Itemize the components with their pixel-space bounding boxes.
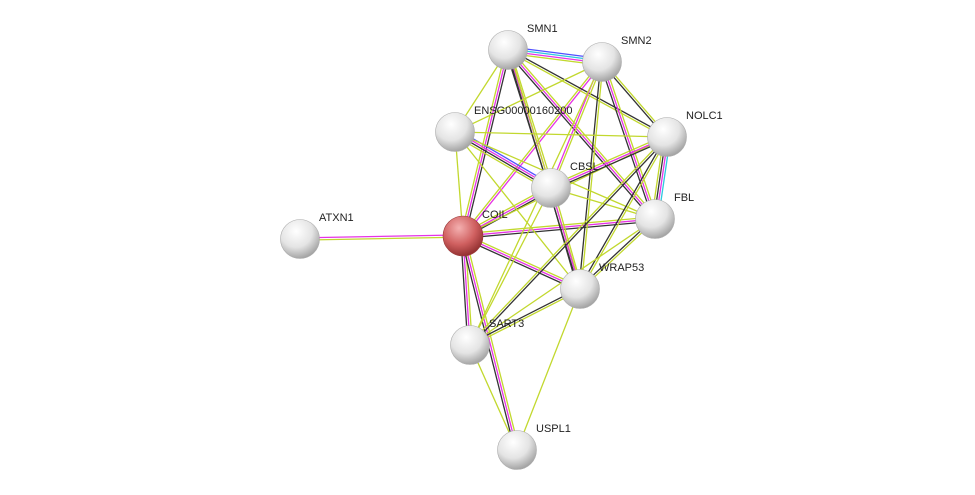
node-bubble[interactable] (497, 430, 537, 470)
edge-line-textmining (549, 134, 667, 187)
node-label: ATXN1 (319, 212, 354, 224)
node-label: WRAP53 (599, 262, 644, 274)
edge-line-coexpression (505, 51, 654, 221)
edge-ensg-wrap53[interactable] (454, 131, 581, 290)
node-bubble[interactable] (531, 168, 571, 208)
edge-line-textmining (580, 137, 669, 290)
edge-line-textmining (469, 61, 603, 346)
edge-line-textmining (516, 288, 581, 451)
node-ensg[interactable]: ENSG00000160200 (435, 105, 573, 152)
edge-line-experiments (462, 235, 581, 290)
edge-line-textmining (509, 49, 554, 188)
edge-nolc1-wrap53[interactable] (578, 136, 669, 290)
edge-line-textmining (454, 61, 603, 133)
edge-line-textmining (454, 131, 581, 290)
edge-line-textmining (603, 61, 658, 219)
edge-wrap53-uspl1[interactable] (516, 288, 581, 451)
node-bubble[interactable] (647, 117, 687, 157)
edge-line-coexpression (578, 136, 667, 289)
edge-smn2-sart3[interactable] (469, 61, 603, 346)
edge-coil-smn2[interactable] (461, 60, 604, 238)
node-label: COIL (482, 209, 508, 221)
edge-line-coexpression (470, 137, 669, 347)
edge-line-experiments (550, 136, 668, 189)
edge-coil-smn1[interactable] (460, 49, 511, 237)
node-label: ENSG00000160200 (474, 105, 572, 117)
node-wrap53[interactable]: WRAP53 (560, 262, 645, 309)
edge-line-textmining (460, 49, 507, 236)
edge-line-textmining (509, 48, 658, 218)
edge-smn2-fbl[interactable] (599, 61, 658, 220)
node-coil[interactable]: COIL (442, 209, 508, 257)
edge-line-textmining (300, 236, 464, 241)
edge-line-experiments (299, 234, 463, 239)
edge-cbsl-sart3[interactable] (469, 187, 552, 346)
node-label: CBSL (570, 161, 599, 173)
node-bubble[interactable] (450, 325, 490, 365)
node-label: SMN1 (527, 23, 558, 35)
node-bubble[interactable] (442, 215, 484, 257)
node-label: SMN2 (621, 35, 652, 47)
node-bubble[interactable] (488, 30, 528, 70)
edge-line-experiments (463, 62, 604, 238)
edge-line-coexpression (463, 220, 656, 239)
edge-line-textmining (580, 62, 604, 290)
node-bubble[interactable] (280, 219, 320, 259)
node-smn1[interactable]: SMN1 (488, 23, 558, 70)
edge-ensg-nolc1[interactable] (454, 131, 668, 138)
edge-smn2-ensg[interactable] (454, 61, 603, 133)
edge-smn2-wrap53[interactable] (578, 61, 604, 290)
node-smn2[interactable]: SMN2 (582, 35, 652, 82)
node-fbl[interactable]: FBL (635, 192, 695, 239)
edge-line-textmining (468, 135, 667, 345)
edge-line-coexpression (578, 61, 602, 289)
edge-coil-atxn1[interactable] (299, 234, 464, 241)
edge-line-textmining (461, 60, 602, 236)
edge-line-textmining (551, 62, 604, 189)
edge-line-textmining (454, 131, 668, 138)
edge-line-coexpression (469, 287, 580, 345)
node-cbsl[interactable]: CBSL (531, 161, 599, 208)
edge-line-textmining (470, 289, 581, 347)
edge-line-experiments (601, 61, 656, 220)
edge-cbsl-nolc1[interactable] (549, 134, 669, 191)
node-bubble[interactable] (435, 112, 475, 152)
edge-line-coexpression (599, 62, 654, 220)
node-atxn1[interactable]: ATXN1 (280, 212, 354, 259)
node-sart3[interactable]: SART3 (450, 318, 525, 365)
edge-line-experiments (462, 218, 656, 237)
edge-line-coexpression (461, 237, 580, 292)
edge-line-textmining (463, 233, 582, 288)
node-label: NOLC1 (686, 110, 723, 122)
node-bubble[interactable] (635, 199, 675, 239)
node-bubble[interactable] (582, 42, 622, 82)
edge-line-textmining (464, 235, 520, 450)
edge-coil-wrap53[interactable] (461, 233, 582, 292)
node-label: USPL1 (536, 423, 571, 435)
node-nolc1[interactable]: NOLC1 (647, 110, 723, 157)
edge-wrap53-sart3[interactable] (469, 287, 581, 347)
node-bubble[interactable] (560, 269, 600, 309)
edge-line-coexpression (464, 50, 511, 237)
edge-line-experiments (462, 49, 509, 237)
edge-line-experiments (462, 235, 518, 451)
node-label: SART3 (489, 318, 524, 330)
node-label: FBL (674, 192, 694, 204)
node-uspl1[interactable]: USPL1 (497, 423, 571, 470)
edge-nolc1-sart3[interactable] (468, 135, 669, 347)
edge-line-coexpression (551, 138, 669, 191)
edge-line-textmining (469, 187, 552, 346)
